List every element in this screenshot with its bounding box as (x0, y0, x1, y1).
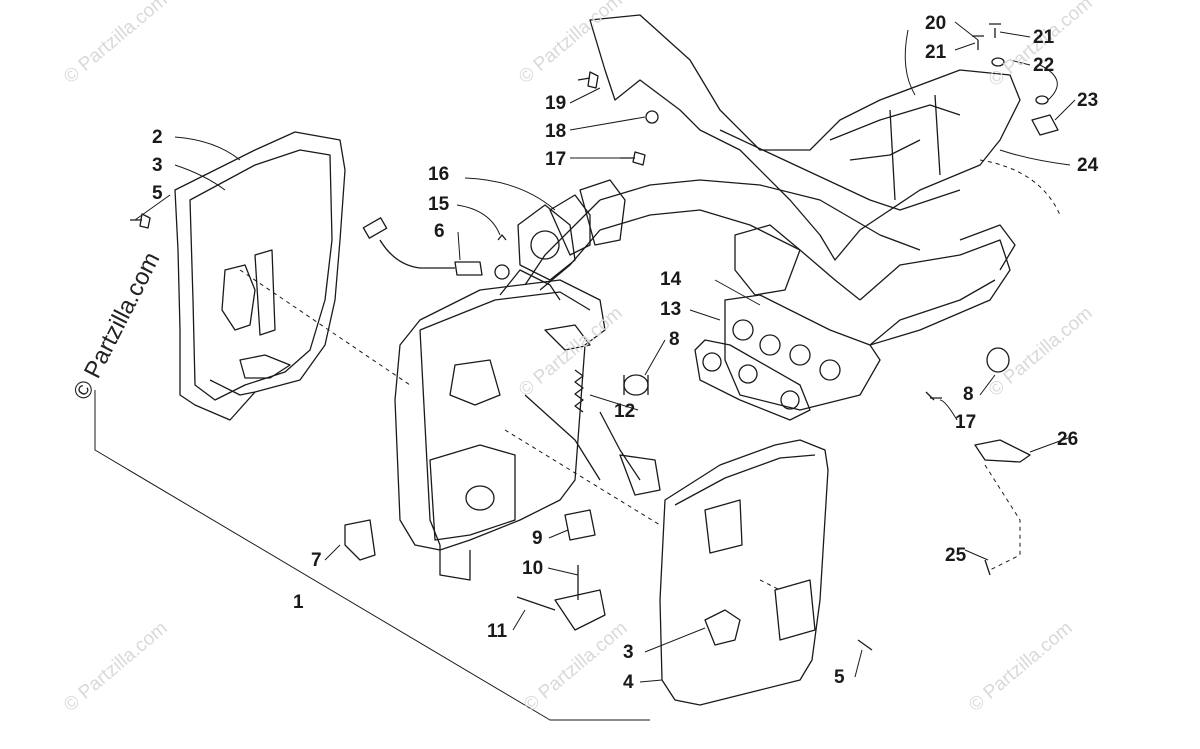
callout-2: 2 (152, 127, 163, 148)
right-heat-shield (659, 439, 829, 706)
callout-6: 6 (434, 221, 445, 242)
muffler (394, 269, 606, 581)
fasteners (130, 23, 1049, 651)
flange-gaskets (517, 179, 626, 281)
callout-8-right: 8 (963, 384, 974, 405)
o2-sensor (362, 217, 510, 280)
callout-5-left: 5 (152, 183, 163, 204)
callout-11: 11 (487, 621, 508, 642)
callout-3-left: 3 (152, 155, 163, 176)
callout-20: 20 (925, 13, 947, 34)
leader-lines (134, 21, 1076, 683)
callout-18: 18 (545, 121, 567, 142)
callout-4: 4 (623, 672, 634, 693)
callout-23: 23 (1077, 90, 1099, 111)
callout-7: 7 (311, 550, 322, 571)
bracket-26 (974, 439, 1031, 463)
springs-brackets (524, 324, 661, 496)
callout-13: 13 (660, 299, 682, 320)
callout-15: 15 (428, 194, 450, 215)
callout-21-left: 21 (925, 42, 947, 63)
callout-17-top: 17 (545, 149, 567, 170)
callout-1: 1 (293, 592, 304, 613)
callout-10: 10 (522, 558, 544, 579)
left-heat-shield (174, 131, 346, 421)
callout-21-right: 21 (1033, 27, 1055, 48)
rubber-grommets (623, 347, 1010, 396)
callout-14: 14 (660, 269, 682, 290)
callout-24: 24 (1077, 155, 1099, 176)
bracket-23 (1031, 114, 1059, 136)
muffler-hanger (516, 509, 606, 631)
assembly-line-1 (94, 390, 650, 721)
callout-3-right: 3 (623, 642, 634, 663)
callout-22: 22 (1033, 55, 1055, 76)
callout-26: 26 (1057, 429, 1079, 450)
callout-8-center: 8 (669, 329, 680, 350)
callout-5-right: 5 (834, 667, 845, 688)
callout-19: 19 (545, 93, 567, 114)
callout-9: 9 (532, 528, 543, 549)
exhaust-manifold (694, 224, 1016, 421)
callout-17-right: 17 (955, 412, 977, 433)
callout-12: 12 (614, 401, 636, 422)
mounting-dashes (239, 159, 1061, 591)
exhaust-pipe (524, 14, 1021, 301)
callout-16: 16 (428, 164, 450, 185)
clip-7 (344, 519, 376, 561)
callout-25: 25 (945, 545, 967, 566)
